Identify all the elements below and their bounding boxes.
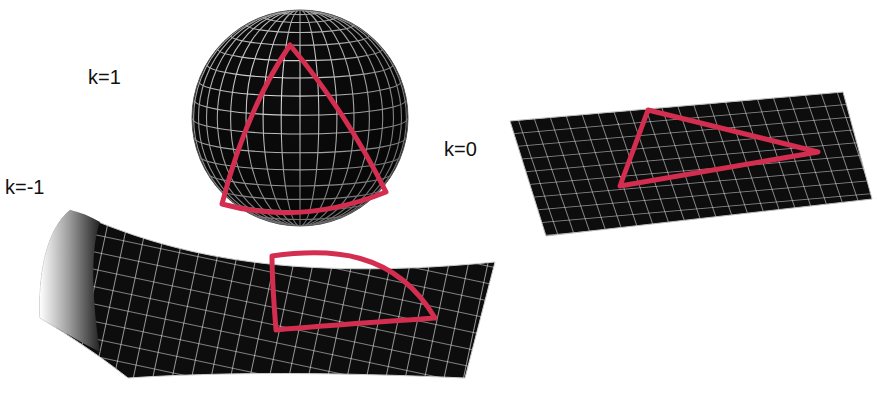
curvature-label: k=1 — [88, 67, 121, 87]
sphere — [192, 10, 408, 226]
triangle-outline — [222, 45, 386, 213]
triangle-outline — [620, 110, 818, 186]
saddle-surface — [40, 210, 495, 378]
triangle-outline — [272, 253, 435, 330]
curvature-label: k=0 — [444, 139, 477, 159]
curvature-label: k=-1 — [5, 177, 44, 197]
flat-plane — [510, 92, 872, 236]
